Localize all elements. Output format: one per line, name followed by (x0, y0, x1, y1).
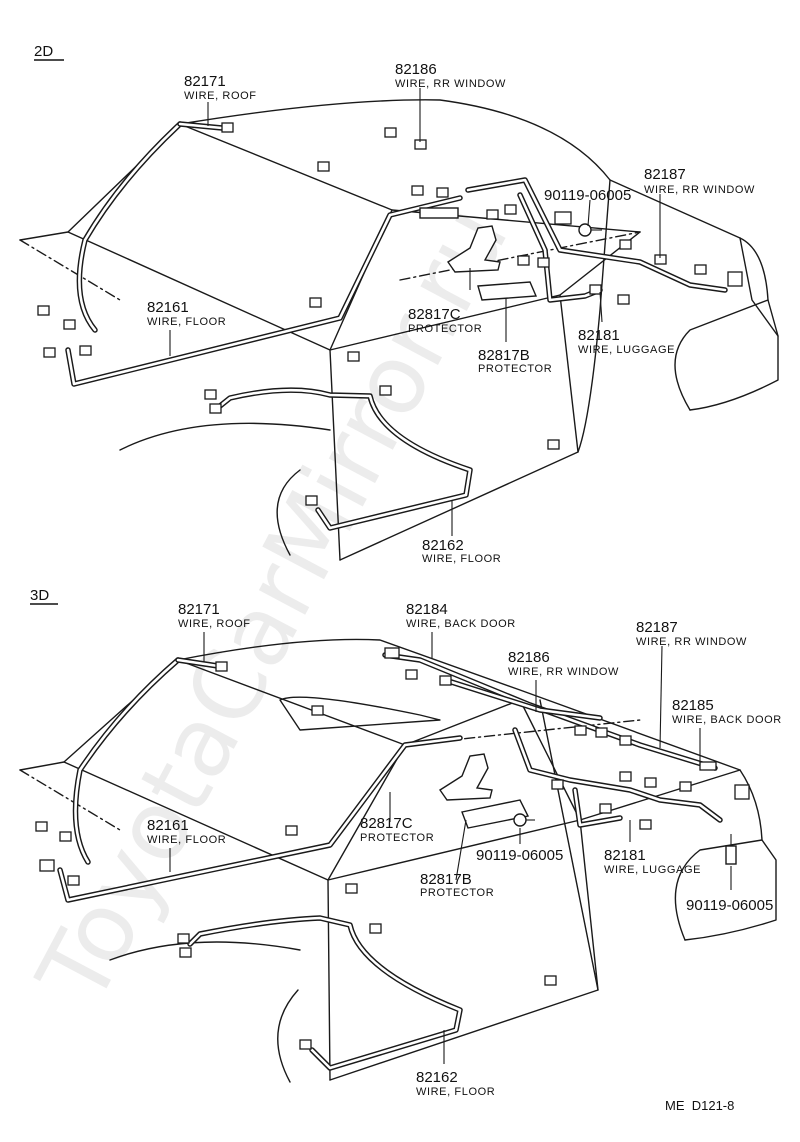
callout-82162-2d: 82162 WIRE, FLOOR (422, 537, 501, 565)
svg-text:82171: 82171 (184, 73, 226, 90)
svg-text:82181: 82181 (578, 327, 620, 344)
svg-text:PROTECTOR: PROTECTOR (420, 887, 494, 899)
callout-82187-3d: 82187 WIRE, RR WINDOW (636, 619, 747, 648)
harness-rr-window-2d (465, 177, 728, 293)
svg-text:82185: 82185 (672, 697, 714, 714)
svg-text:82187: 82187 (644, 166, 686, 183)
leaders-3d (169, 632, 732, 1064)
callout-82186-2d: 82186 WIRE, RR WINDOW (395, 61, 506, 90)
svg-text:WIRE, LUGGAGE: WIRE, LUGGAGE (604, 864, 701, 876)
bolt-90119-3d-a (513, 813, 535, 827)
svg-text:82184: 82184 (406, 601, 448, 618)
svg-text:82817B: 82817B (420, 871, 472, 888)
callout-82184-3d: 82184 WIRE, BACK DOOR (406, 601, 516, 630)
callout-82817b-2d: 82817B PROTECTOR (478, 347, 552, 375)
callout-82162-3d: 82162 WIRE, FLOOR (416, 1069, 495, 1098)
svg-text:WIRE, ROOF: WIRE, ROOF (184, 90, 257, 102)
harness-luggage-3d (512, 727, 723, 828)
svg-text:82817B: 82817B (478, 347, 530, 364)
svg-text:82171: 82171 (178, 601, 220, 618)
protector-82817c-3d (439, 753, 493, 801)
callout-90119-2d: 90119-06005 (544, 187, 631, 204)
protector-82817b-2d (477, 281, 538, 301)
svg-text:WIRE, RR WINDOW: WIRE, RR WINDOW (508, 666, 619, 678)
grommet-2d (419, 207, 459, 219)
callout-82161-3d: 82161 WIRE, FLOOR (147, 817, 226, 846)
svg-text:WIRE, FLOOR: WIRE, FLOOR (147, 316, 226, 328)
section-label-3d: 3D (30, 587, 49, 604)
callout-82171-3d: 82171 WIRE, ROOF (178, 601, 251, 630)
callout-82817c-3d: 82817C PROTECTOR (360, 815, 434, 844)
svg-text:WIRE, LUGGAGE: WIRE, LUGGAGE (578, 344, 675, 356)
svg-text:82162: 82162 (422, 537, 464, 554)
svg-text:PROTECTOR: PROTECTOR (478, 363, 552, 375)
svg-text:90119-06005: 90119-06005 (476, 847, 563, 864)
svg-text:PROTECTOR: PROTECTOR (408, 323, 482, 335)
connectors-2d (37, 122, 743, 506)
leaders-2d (169, 88, 661, 536)
car-body-2d (19, 99, 779, 561)
svg-text:82162: 82162 (416, 1069, 458, 1086)
harness-roof-2d (76, 121, 225, 333)
protector-82817c-2d (447, 225, 501, 273)
svg-text:WIRE, FLOOR: WIRE, FLOOR (147, 834, 226, 846)
harness-floor-82161-2d (65, 195, 463, 387)
svg-text:82187: 82187 (636, 619, 678, 636)
svg-text:82186: 82186 (508, 649, 550, 666)
harness-rr-window-3d (442, 677, 603, 721)
svg-text:WIRE, RR WINDOW: WIRE, RR WINDOW (636, 636, 747, 648)
svg-text:82161: 82161 (147, 817, 189, 834)
callout-90119-3d-a: 90119-06005 (476, 847, 563, 864)
harness-floor-82162-3d (187, 915, 463, 1071)
svg-text:82161: 82161 (147, 299, 189, 316)
callout-82181-2d: 82181 WIRE, LUGGAGE (578, 327, 675, 356)
svg-text:WIRE, RR WINDOW: WIRE, RR WINDOW (395, 78, 506, 90)
harness-floor-82162-2d (212, 387, 473, 531)
svg-text:82817C: 82817C (360, 815, 413, 832)
svg-text:PROTECTOR: PROTECTOR (360, 832, 434, 844)
callout-82161-2d: 82161 WIRE, FLOOR (147, 299, 226, 328)
svg-text:82181: 82181 (604, 847, 646, 864)
connectors-3d (35, 647, 750, 1050)
callout-82186-3d: 82186 WIRE, RR WINDOW (508, 649, 619, 678)
svg-text:90119-06005: 90119-06005 (544, 187, 631, 204)
harness-floor-82161-3d (57, 735, 463, 903)
harness-roof-3d (72, 657, 221, 865)
section-2d: 2D (19, 43, 779, 565)
svg-text:82186: 82186 (395, 61, 437, 78)
callout-90119-3d-b: 90119-06005 (686, 897, 773, 914)
section-label-2d: 2D (34, 43, 53, 60)
svg-text:82817C: 82817C (408, 306, 461, 323)
svg-text:WIRE, RR WINDOW: WIRE, RR WINDOW (644, 184, 755, 196)
svg-text:90119-06005: 90119-06005 (686, 897, 773, 914)
svg-text:WIRE, BACK DOOR: WIRE, BACK DOOR (672, 714, 782, 726)
callout-82185-3d: 82185 WIRE, BACK DOOR (672, 697, 782, 726)
bolt-90119-3d-b (725, 834, 737, 865)
callout-82817c-2d: 82817C PROTECTOR (408, 306, 482, 335)
callout-82187-2d: 82187 WIRE, RR WINDOW (644, 166, 755, 196)
section-3d: 3D (19, 587, 782, 1098)
svg-text:WIRE, ROOF: WIRE, ROOF (178, 618, 251, 630)
callout-82171-2d: 82171 WIRE, ROOF (184, 73, 257, 102)
bolt-90119-2d (578, 223, 602, 237)
svg-text:WIRE, BACK DOOR: WIRE, BACK DOOR (406, 618, 516, 630)
callout-82817b-3d: 82817B PROTECTOR (420, 871, 494, 899)
svg-text:WIRE, FLOOR: WIRE, FLOOR (416, 1086, 495, 1098)
svg-text:WIRE, FLOOR: WIRE, FLOOR (422, 553, 501, 565)
diagram-code: ME D121-8 (665, 1098, 734, 1113)
callout-82181-3d: 82181 WIRE, LUGGAGE (604, 847, 701, 876)
